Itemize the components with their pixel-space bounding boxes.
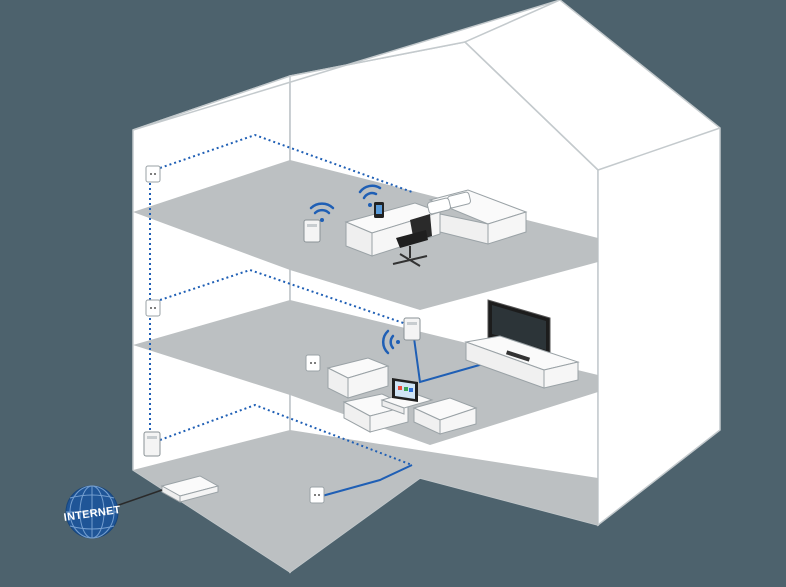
powerline-adapter-icon bbox=[143, 431, 161, 457]
wall-socket-icon bbox=[145, 165, 161, 183]
tv-stand bbox=[464, 335, 580, 389]
sofa-icon bbox=[326, 357, 390, 399]
globe-icon: INTERNET bbox=[63, 485, 122, 539]
sofa-icon bbox=[412, 397, 478, 435]
tablet-icon bbox=[392, 378, 418, 402]
wall-socket-icon bbox=[145, 299, 161, 317]
wall-socket-icon bbox=[309, 486, 325, 504]
bed-icon bbox=[427, 189, 528, 245]
internet-cable bbox=[115, 489, 163, 507]
wifi-signal-icon bbox=[381, 329, 400, 355]
powerline-adapter-icon bbox=[403, 317, 421, 341]
smartphone-icon bbox=[374, 202, 384, 218]
chair-icon bbox=[392, 214, 432, 267]
powerline-adapter-icon bbox=[303, 219, 321, 243]
wifi-signal-icon bbox=[309, 202, 335, 222]
ground-floor bbox=[133, 430, 598, 572]
wifi-signal-icon bbox=[358, 184, 382, 207]
network-wiring bbox=[149, 133, 413, 466]
wall-socket-icon bbox=[305, 354, 321, 372]
